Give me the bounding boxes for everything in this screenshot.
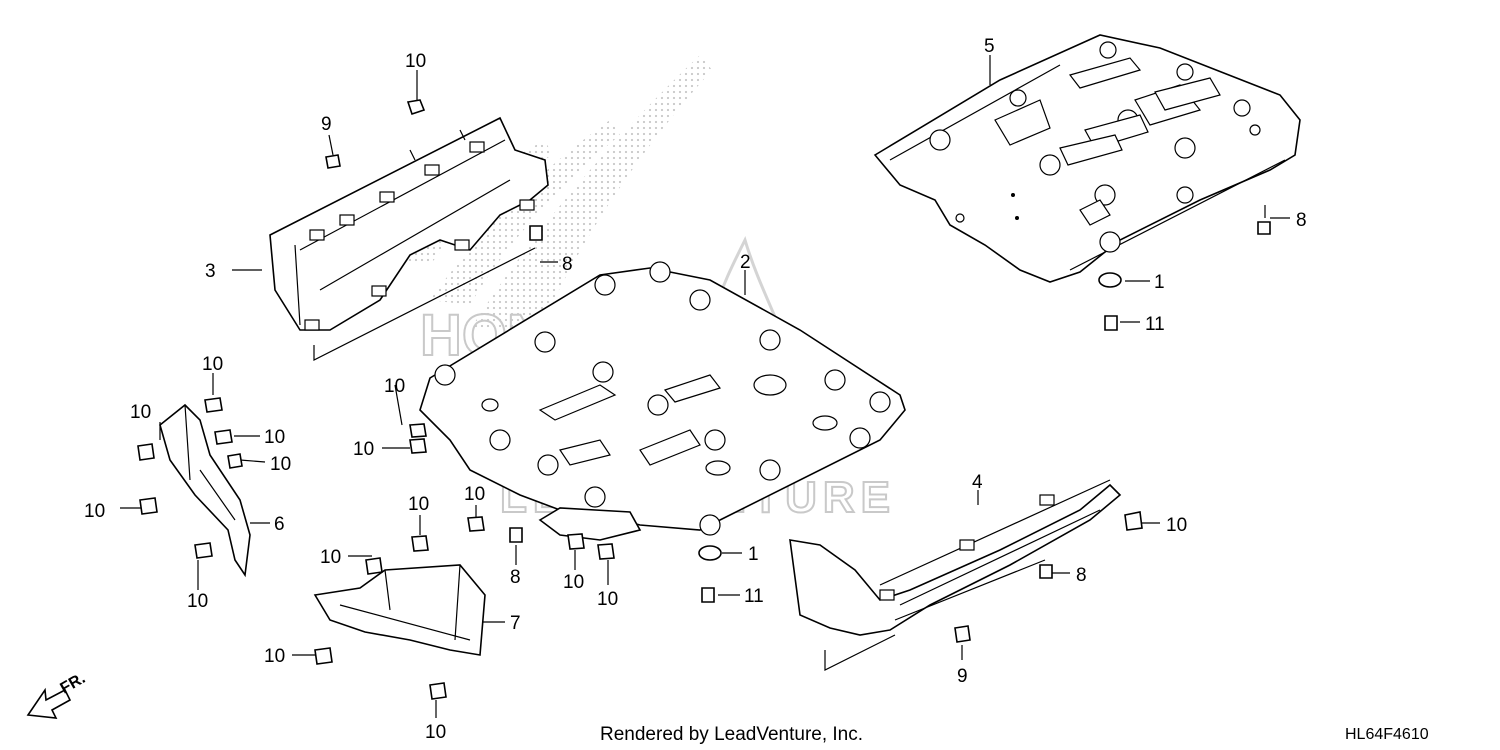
callout-11: 11	[1145, 314, 1165, 335]
callout-10: 10	[187, 591, 208, 612]
callout-9: 9	[957, 666, 968, 687]
callout-10: 10	[130, 402, 151, 423]
part-2-main-skid-plate[interactable]	[419, 261, 906, 541]
callout-10: 10	[320, 547, 341, 568]
footer-credit: Rendered by LeadVenture, Inc.	[600, 724, 863, 745]
callout-labels: 10 9 3 8 2 5 8 1 11 10 10 10 10 10 6 10 …	[84, 36, 1307, 743]
callout-6: 6	[274, 514, 285, 535]
part-3-front-guard[interactable]	[269, 116, 549, 361]
callout-2: 2	[740, 252, 751, 273]
fasteners	[137, 99, 1271, 700]
callout-11: 11	[744, 586, 764, 607]
callout-10: 10	[384, 376, 405, 397]
callout-10: 10	[1166, 515, 1187, 536]
callout-10: 10	[563, 572, 584, 593]
callout-8: 8	[510, 567, 521, 588]
callout-10: 10	[84, 501, 105, 522]
callout-8: 8	[562, 254, 573, 275]
callout-9: 9	[321, 114, 332, 135]
callout-1: 1	[748, 544, 759, 565]
callout-3: 3	[205, 261, 216, 282]
callout-4: 4	[972, 472, 983, 493]
leader-lines	[120, 55, 1290, 718]
callout-10: 10	[408, 494, 429, 515]
callout-10: 10	[202, 354, 223, 375]
callout-1: 1	[1154, 272, 1165, 293]
diagram-code: HL64F4610	[1345, 726, 1429, 743]
callout-10: 10	[597, 589, 618, 610]
callout-10: 10	[425, 722, 446, 743]
callout-5: 5	[984, 36, 995, 57]
callout-10: 10	[405, 51, 426, 72]
part-7-lower-guard[interactable]	[313, 564, 486, 656]
part-5-rear-skid-plate[interactable]	[873, 34, 1301, 283]
callout-7: 7	[510, 613, 521, 634]
callout-10: 10	[464, 484, 485, 505]
callout-10: 10	[353, 439, 374, 460]
callout-8: 8	[1296, 210, 1307, 231]
front-direction-arrow: FR.	[26, 670, 88, 719]
callout-10: 10	[264, 427, 285, 448]
callout-8: 8	[1076, 565, 1087, 586]
part-6-side-bracket[interactable]	[159, 403, 251, 578]
callout-10: 10	[264, 646, 285, 667]
part-4-side-guard[interactable]	[789, 479, 1122, 671]
callout-10: 10	[270, 454, 291, 475]
